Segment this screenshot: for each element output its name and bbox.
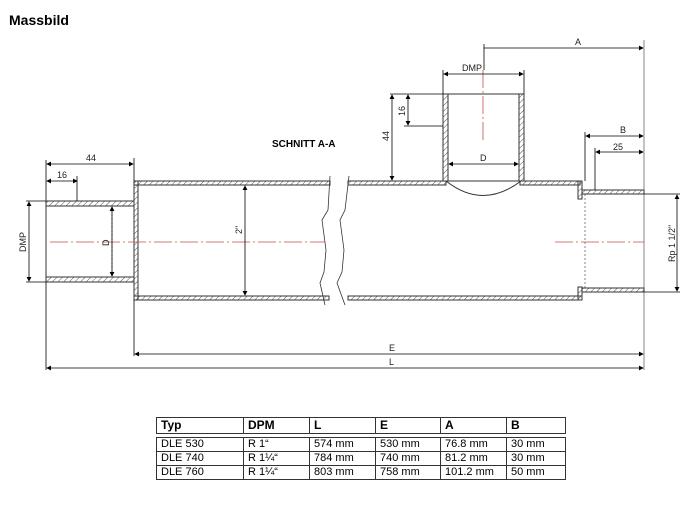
cell-e: 740 mm [375, 451, 441, 466]
dim-l: L [389, 357, 394, 367]
dim-left-d: D [101, 239, 111, 246]
header-b: B [506, 417, 566, 434]
cell-dpm: R 1¼“ [243, 451, 310, 466]
dim-top-d: D [480, 153, 487, 163]
cell-e: 530 mm [375, 437, 441, 452]
header-typ: Typ [156, 417, 244, 434]
header-e: E [375, 417, 441, 434]
page-title: Massbild [9, 12, 69, 28]
dim-main-2in: 2" [234, 226, 244, 234]
dimension-lines [26, 44, 680, 371]
spec-table: Typ DPM L E A B DLE 530 R 1“ 574 mm 530 … [156, 417, 566, 480]
cell-a: 101.2 mm [440, 465, 507, 480]
dim-top-44: 44 [381, 131, 391, 141]
dimension-labels: SCHNITT A-A 44 16 DMP D 2" DMP D 44 16 A… [18, 37, 677, 367]
cell-b: 30 mm [506, 437, 566, 452]
header-dpm: DPM [243, 417, 310, 434]
right-socket [581, 40, 645, 370]
cell-typ: DLE 740 [156, 451, 244, 466]
table-header-row: Typ DPM L E A B [156, 417, 566, 434]
break-lines [319, 175, 350, 306]
header-a: A [440, 417, 507, 434]
header-l: L [309, 417, 376, 434]
cell-typ: DLE 760 [156, 465, 244, 480]
technical-drawing: SCHNITT A-A 44 16 DMP D 2" DMP D 44 16 A… [18, 37, 680, 371]
dim-a: A [575, 37, 581, 47]
dim-25: 25 [613, 142, 623, 152]
dim-rp: Rp 1 1/2" [667, 225, 677, 262]
cell-b: 50 mm [506, 465, 566, 480]
dim-top-dmp: DMP [462, 63, 482, 73]
cell-e: 758 mm [375, 465, 441, 480]
dim-left-16: 16 [57, 170, 67, 180]
section-label: SCHNITT A-A [272, 139, 336, 150]
main-pipe [133, 180, 583, 301]
table-row: DLE 740 R 1¼“ 784 mm 740 mm 81.2 mm 30 m… [156, 451, 566, 466]
dim-b: B [620, 125, 626, 135]
dim-left-44: 44 [86, 153, 96, 163]
centerlines [50, 70, 644, 243]
dim-left-dmp: DMP [18, 232, 28, 252]
table-row: DLE 530 R 1“ 574 mm 530 mm 76.8 mm 30 mm [156, 437, 566, 452]
top-socket [442, 93, 525, 196]
cell-b: 30 mm [506, 451, 566, 466]
cell-a: 76.8 mm [440, 437, 507, 452]
cell-a: 81.2 mm [440, 451, 507, 466]
cell-l: 803 mm [309, 465, 376, 480]
left-socket [45, 160, 135, 370]
cell-l: 784 mm [309, 451, 376, 466]
dim-top-16: 16 [397, 106, 407, 116]
cell-l: 574 mm [309, 437, 376, 452]
cell-dpm: R 1¼“ [243, 465, 310, 480]
cell-dpm: R 1“ [243, 437, 310, 452]
dim-e: E [389, 343, 395, 353]
table-row: DLE 760 R 1¼“ 803 mm 758 mm 101.2 mm 50 … [156, 465, 566, 480]
cell-typ: DLE 530 [156, 437, 244, 452]
